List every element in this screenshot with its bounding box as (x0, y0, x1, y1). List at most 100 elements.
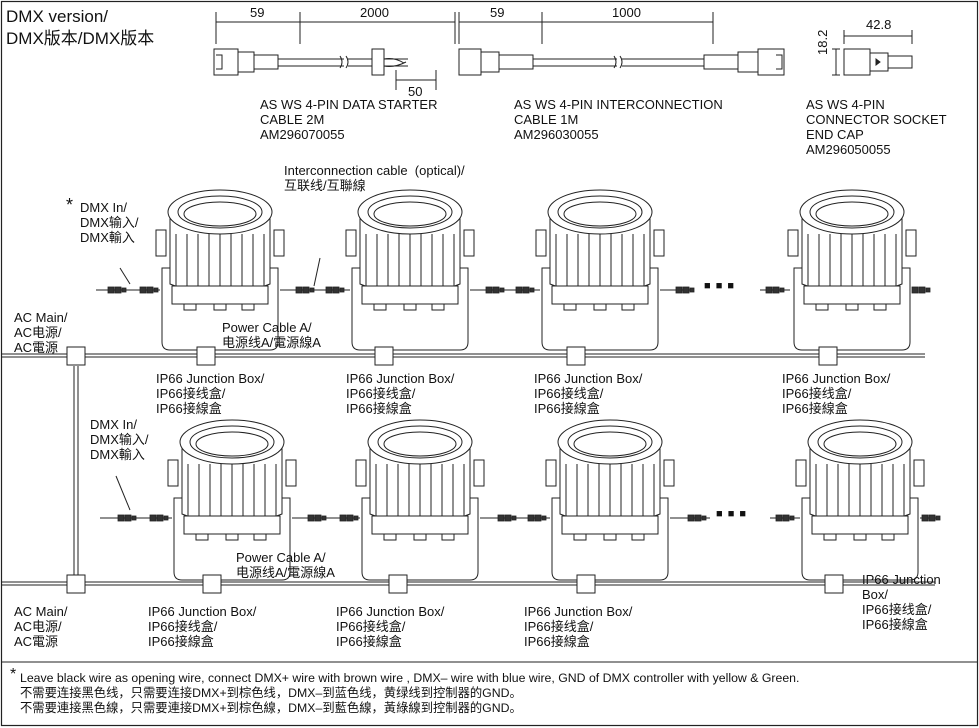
upper-connector-2 (139, 286, 159, 294)
ac-main-upper-3: AC電源 (14, 340, 59, 355)
junction-box-lower-3 (388, 574, 408, 594)
junction-upper-3-a: IP66 Junction Box/ (534, 371, 643, 386)
endcap-name-2: CONNECTOR SOCKET (806, 112, 947, 127)
upper-connector-7 (675, 286, 695, 294)
footnote-zh-simplified: 不需要连接黑色线，只需要连接DMX+到棕色线，DMX–到蓝色线，黄绿线到控制器的… (20, 686, 522, 700)
junction-box-upper-5 (818, 346, 838, 366)
cable1-part: AM296070055 (260, 127, 345, 142)
power-cable-lower-1: Power Cable A/ (236, 550, 326, 565)
dmx-in-lower-3: DMX輸入 (90, 447, 145, 462)
lower-row-ellipsis: ■ ■ ■ (716, 508, 748, 520)
lower-connector-9 (921, 514, 941, 522)
junction-upper-2-a: IP66 Junction Box/ (346, 371, 455, 386)
power-cable-lower-2: 电源线A/電源線A (236, 565, 335, 580)
fixture-upper-4 (787, 189, 917, 351)
junction-upper-3-b: IP66接线盒/ (534, 386, 604, 401)
junction-box-lower-4 (576, 574, 596, 594)
junction-lower-4-d: IP66接線盒 (862, 617, 928, 632)
endcap-dim-side: 18.2 (815, 29, 830, 55)
fixture-lower-3 (545, 419, 675, 581)
fixture-lower-4 (795, 419, 925, 581)
junction-box-lower-1 (66, 574, 86, 594)
ac-main-upper-1: AC Main/ (14, 310, 68, 325)
junction-lower-4-b: Box/ (862, 587, 889, 602)
junction-lower-3-a: IP66 Junction Box/ (524, 604, 633, 619)
footnote-en: Leave black wire as opening wire, connec… (20, 671, 800, 685)
junction-lower-1-b: IP66接线盒/ (148, 619, 218, 634)
junction-lower-1-c: IP66接線盒 (148, 634, 214, 649)
fixture-upper-1 (155, 189, 285, 351)
cable1-name-2: CABLE 2M (260, 112, 325, 127)
cable1-dim-tail: 50 (408, 84, 423, 99)
dmx-in-lower-2: DMX输入/ (90, 432, 149, 447)
cable1-name-1: AS WS 4-PIN DATA STARTER (260, 97, 438, 112)
power-cable-upper-1: Power Cable A/ (222, 320, 312, 335)
junction-box-upper-2 (196, 346, 216, 366)
lower-connector-6 (527, 514, 547, 522)
title-en: DMX version/ (6, 7, 109, 26)
lower-connector-7 (687, 514, 707, 522)
cable2-dim-right: 1000 (612, 5, 641, 20)
junction-box-lower-5 (824, 574, 844, 594)
lower-connector-5 (497, 514, 517, 522)
endcap-name-1: AS WS 4-PIN (806, 97, 885, 112)
junction-lower-4-c: IP66接线盒/ (862, 602, 932, 617)
footnote-zh-traditional: 不需要連接黑色線，只需要連接DMX+到棕色線，DMX–到藍色線，黃綠線到控制器的… (20, 701, 522, 715)
interconnection-label-zh: 互联线/互聯線 (284, 178, 366, 193)
upper-row-ellipsis: ■ ■ ■ (704, 280, 736, 292)
endcap-part: AM296050055 (806, 142, 891, 157)
cable2-part: AM296030055 (514, 127, 599, 142)
ac-main-lower-1: AC Main/ (14, 604, 68, 619)
fixture-upper-3 (535, 189, 665, 351)
junction-box-upper-3 (374, 346, 394, 366)
junction-upper-2-b: IP66接线盒/ (346, 386, 416, 401)
junction-box-upper-1 (66, 346, 86, 366)
fixture-lower-1 (167, 419, 297, 581)
dmx-in-lower-1: DMX In/ (90, 417, 137, 432)
junction-upper-1-c: IP66接線盒 (156, 401, 222, 416)
dmx-in-upper-3: DMX輸入 (80, 230, 135, 245)
upper-connector-9 (911, 286, 931, 294)
upper-connector-1 (107, 286, 127, 294)
lower-connector-8 (775, 514, 795, 522)
upper-connector-4 (325, 286, 345, 294)
ac-main-bus-upper (2, 353, 925, 358)
fixture-upper-2 (345, 189, 475, 351)
junction-lower-3-b: IP66接线盒/ (524, 619, 594, 634)
junction-upper-3-c: IP66接線盒 (534, 401, 600, 416)
lower-connector-4 (339, 514, 359, 522)
lower-connector-3 (307, 514, 327, 522)
junction-box-lower-2 (202, 574, 222, 594)
lower-connector-1 (117, 514, 137, 522)
junction-lower-2-a: IP66 Junction Box/ (336, 604, 445, 619)
junction-upper-4-c: IP66接線盒 (782, 401, 848, 416)
title-zh: DMX版本/DMX版本 (6, 29, 155, 48)
power-cable-upper-2: 电源线A/電源線A (222, 335, 321, 350)
cable2-dim-left: 59 (490, 5, 505, 20)
upper-connector-8 (765, 286, 785, 294)
endcap-name-3: END CAP (806, 127, 864, 142)
junction-upper-4-b: IP66接线盒/ (782, 386, 852, 401)
interconnection-label-en: Interconnection cable (optical)/ (284, 163, 465, 178)
fixture-lower-2 (355, 419, 485, 581)
upper-connector-3 (295, 286, 315, 294)
junction-lower-3-c: IP66接線盒 (524, 634, 590, 649)
cable1-dim-right: 2000 (360, 5, 389, 20)
junction-upper-1-a: IP66 Junction Box/ (156, 371, 265, 386)
interconnection-cable-drawing (458, 12, 785, 76)
upper-connector-6 (515, 286, 535, 294)
cable1-dim-left: 59 (250, 5, 265, 20)
dmx-in-asterisk: * (66, 195, 74, 215)
ac-main-upper-2: AC电源/ (14, 325, 62, 340)
junction-upper-1-b: IP66接线盒/ (156, 386, 226, 401)
dmx-in-upper-1: DMX In/ (80, 200, 127, 215)
cable2-name-2: CABLE 1M (514, 112, 579, 127)
junction-upper-2-c: IP66接線盒 (346, 401, 412, 416)
junction-upper-4-a: IP66 Junction Box/ (782, 371, 891, 386)
ac-main-lower-2: AC电源/ (14, 619, 62, 634)
junction-lower-2-b: IP66接线盒/ (336, 619, 406, 634)
cable2-name-1: AS WS 4-PIN INTERCONNECTION (514, 97, 723, 112)
